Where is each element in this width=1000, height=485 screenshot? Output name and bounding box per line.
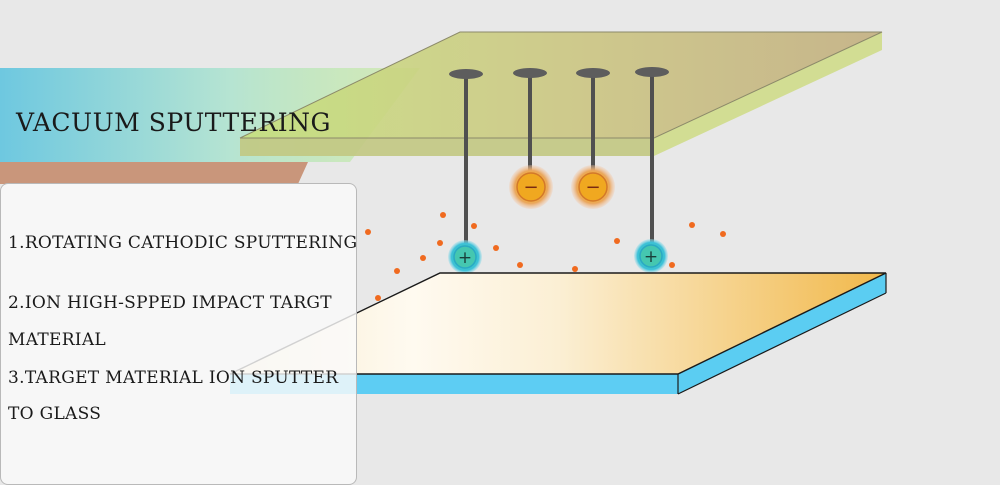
particle — [471, 223, 477, 229]
particle — [440, 212, 446, 218]
electrode-cap — [576, 68, 610, 78]
target-plate-side — [654, 32, 882, 156]
diagram-title: VACUUM SPUTTERING — [16, 108, 331, 137]
glass-edge-line — [677, 292, 887, 395]
negative-ion-symbol: − — [585, 177, 600, 198]
particle — [517, 262, 523, 268]
steps-panel — [0, 183, 357, 485]
particle — [420, 255, 426, 261]
electrodes — [449, 67, 669, 256]
positive-ion: + — [448, 240, 482, 274]
positive-ion-symbol: + — [458, 248, 472, 268]
particle — [365, 229, 371, 235]
step-2: 2.ION HIGH-SPPED IMPACT TARGT — [8, 293, 332, 313]
negative-ion: − — [571, 165, 615, 209]
particle — [689, 222, 695, 228]
title-banner-base — [0, 162, 308, 184]
target-plate-front — [240, 138, 654, 156]
negative-ion-symbol: − — [523, 177, 538, 198]
glass-side-edge — [678, 273, 886, 394]
particle — [720, 231, 726, 237]
target-plate-outline — [239, 31, 883, 139]
particle — [669, 262, 675, 268]
negative-ion: − — [509, 165, 553, 209]
particle — [614, 238, 620, 244]
target-plate-top — [240, 32, 882, 138]
step-3-continued: TO GLASS — [8, 404, 102, 424]
particle — [493, 245, 499, 251]
step-1: 1.ROTATING CATHODIC SPUTTERING — [8, 233, 358, 253]
positive-ion: + — [634, 239, 668, 273]
particle — [437, 240, 443, 246]
particle — [572, 266, 578, 272]
electrode-cap — [449, 69, 483, 79]
positive-ion-symbol: + — [644, 247, 658, 267]
step-3: 3.TARGET MATERIAL ION SPUTTER — [8, 368, 339, 388]
particle — [394, 268, 400, 274]
sputtered-particles — [365, 212, 726, 301]
particle — [375, 295, 381, 301]
electrode-cap — [513, 68, 547, 78]
electrode-cap — [635, 67, 669, 77]
step-2-continued: MATERIAL — [8, 330, 106, 350]
glass-top — [230, 273, 886, 374]
